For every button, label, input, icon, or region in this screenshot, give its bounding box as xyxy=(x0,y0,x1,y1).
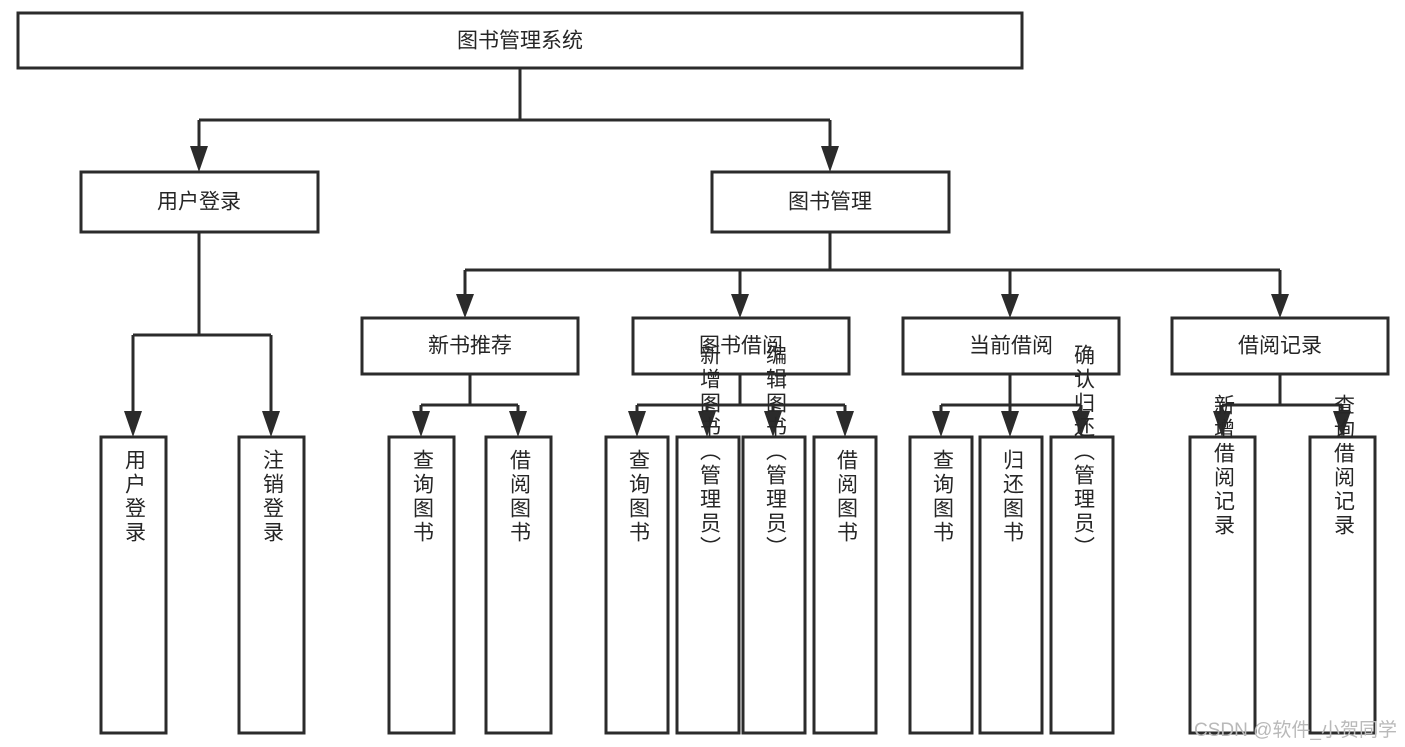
arrowhead-to-leaf-borrow-book-2 xyxy=(836,411,854,437)
edge-root-bus xyxy=(197,68,832,148)
edge-book-borrow-bus xyxy=(635,374,847,413)
arrowhead-to-new-book-recommend xyxy=(456,294,474,318)
node-leaf-query-book-1[interactable]: 查询图书 xyxy=(387,435,456,735)
node-leaf-confirm-return[interactable]: 确认归还（管理员） xyxy=(1049,344,1115,735)
node-leaf-query-book-2-box[interactable] xyxy=(604,435,670,735)
node-leaf-query-book-2-label: 查询图书 xyxy=(627,449,651,545)
node-leaf-query-record[interactable]: 查询借阅记录 xyxy=(1308,394,1377,735)
node-leaf-return-book-label: 归还图书 xyxy=(1001,449,1025,545)
node-leaf-query-book-1-label: 查询图书 xyxy=(411,449,435,545)
arrowhead-to-current-borrow xyxy=(1001,294,1019,318)
node-leaf-add-record-box[interactable] xyxy=(1188,435,1257,735)
node-user-login[interactable]: 用户登录 xyxy=(79,170,320,234)
node-leaf-add-book-label: 新增图书（管理员） xyxy=(698,344,722,560)
node-leaf-edit-book[interactable]: 编辑图书（管理员） xyxy=(741,344,807,735)
node-leaf-add-book[interactable]: 新增图书（管理员） xyxy=(675,344,741,735)
arrowhead-to-leaf-query-book-2 xyxy=(628,411,646,437)
node-leaf-borrow-book-1[interactable]: 借阅图书 xyxy=(484,435,553,735)
arrowhead-to-borrow-record xyxy=(1271,294,1289,318)
arrowhead-to-leaf-edit-book xyxy=(764,411,782,437)
node-leaf-query-book-3-label: 查询图书 xyxy=(931,449,955,545)
node-current-borrow[interactable]: 当前借阅 xyxy=(901,316,1121,376)
node-new-book-recommend-box[interactable] xyxy=(360,316,580,376)
arrowhead-to-leaf-logout xyxy=(262,411,280,437)
node-root-label: 图书管理系统 xyxy=(457,30,583,53)
arrowhead-to-leaf-query-book-3 xyxy=(932,411,950,437)
edge-book-management-bus xyxy=(463,232,1282,296)
node-borrow-record-label: 借阅记录 xyxy=(1238,335,1322,358)
node-leaf-user-login[interactable]: 用户登录 xyxy=(99,435,168,735)
connector-layer xyxy=(124,68,1351,437)
node-current-borrow-label: 当前借阅 xyxy=(969,335,1053,358)
node-leaf-add-record[interactable]: 新增借阅记录 xyxy=(1188,394,1257,735)
node-current-borrow-box[interactable] xyxy=(901,316,1121,376)
node-book-borrow[interactable]: 图书借阅 xyxy=(631,316,851,376)
edge-current-borrow-bus xyxy=(939,374,1083,413)
node-leaf-borrow-book-1-label: 借阅图书 xyxy=(508,449,532,545)
node-leaf-borrow-book-2-box[interactable] xyxy=(812,435,878,735)
node-leaf-user-login-box[interactable] xyxy=(99,435,168,735)
node-leaf-query-record-label: 查询借阅记录 xyxy=(1332,394,1356,538)
node-user-login-box[interactable] xyxy=(79,170,320,234)
edge-user-login-bus xyxy=(131,232,273,413)
node-leaf-edit-book-label: 编辑图书（管理员） xyxy=(764,344,788,560)
arrowhead-to-user-login xyxy=(190,146,208,172)
node-borrow-record-box[interactable] xyxy=(1170,316,1390,376)
node-leaf-add-record-label: 新增借阅记录 xyxy=(1212,394,1236,538)
node-root-box[interactable] xyxy=(16,11,1024,70)
node-leaf-query-record-box[interactable] xyxy=(1308,435,1377,735)
node-leaf-logout-box[interactable] xyxy=(237,435,306,735)
node-book-borrow-label: 图书借阅 xyxy=(699,335,783,358)
arrowhead-to-leaf-confirm-return xyxy=(1072,411,1090,437)
node-leaf-query-book-3-box[interactable] xyxy=(908,435,974,735)
arrowhead-to-leaf-query-book-1 xyxy=(412,411,430,437)
node-leaf-edit-book-box[interactable] xyxy=(741,435,807,735)
node-leaf-borrow-book-2-label: 借阅图书 xyxy=(835,449,859,545)
arrowhead-to-book-management xyxy=(821,146,839,172)
arrowhead-to-book-borrow xyxy=(731,294,749,318)
node-leaf-query-book-2[interactable]: 查询图书 xyxy=(604,435,670,735)
watermark: CSDN @软件_小贺同学 xyxy=(1194,720,1397,741)
node-leaf-logout-label: 注销登录 xyxy=(261,449,285,545)
node-leaf-logout[interactable]: 注销登录 xyxy=(237,435,306,735)
arrowhead-to-leaf-add-book xyxy=(698,411,716,437)
arrowhead-to-leaf-borrow-book-1 xyxy=(509,411,527,437)
node-leaf-confirm-return-label: 确认归还（管理员） xyxy=(1072,344,1096,560)
node-book-borrow-box[interactable] xyxy=(631,316,851,376)
node-leaf-borrow-book-2[interactable]: 借阅图书 xyxy=(812,435,878,735)
node-book-management[interactable]: 图书管理 xyxy=(710,170,951,234)
node-root[interactable]: 图书管理系统 xyxy=(16,11,1024,70)
node-book-management-box[interactable] xyxy=(710,170,951,234)
node-leaf-add-book-box[interactable] xyxy=(675,435,741,735)
node-leaf-query-book-3[interactable]: 查询图书 xyxy=(908,435,974,735)
arrowhead-to-leaf-user-login xyxy=(124,411,142,437)
node-leaf-return-book[interactable]: 归还图书 xyxy=(978,435,1044,735)
arrowhead-to-leaf-return-book xyxy=(1001,411,1019,437)
node-book-management-label: 图书管理 xyxy=(788,191,872,214)
node-leaf-return-book-box[interactable] xyxy=(978,435,1044,735)
edge-borrow-record-bus xyxy=(1220,374,1344,413)
node-leaf-confirm-return-box[interactable] xyxy=(1049,435,1115,735)
node-new-book-recommend[interactable]: 新书推荐 xyxy=(360,316,580,376)
arrowhead-to-leaf-add-record xyxy=(1213,411,1231,437)
node-leaf-borrow-book-1-box[interactable] xyxy=(484,435,553,735)
node-leaf-query-book-1-box[interactable] xyxy=(387,435,456,735)
edge-new-book-recommend-bus xyxy=(419,374,520,413)
node-leaf-user-login-label: 用户登录 xyxy=(123,449,147,545)
node-borrow-record[interactable]: 借阅记录 xyxy=(1170,316,1390,376)
arrowhead-to-leaf-query-record xyxy=(1333,411,1351,437)
node-new-book-recommend-label: 新书推荐 xyxy=(428,335,512,358)
node-user-login-label: 用户登录 xyxy=(157,191,241,214)
